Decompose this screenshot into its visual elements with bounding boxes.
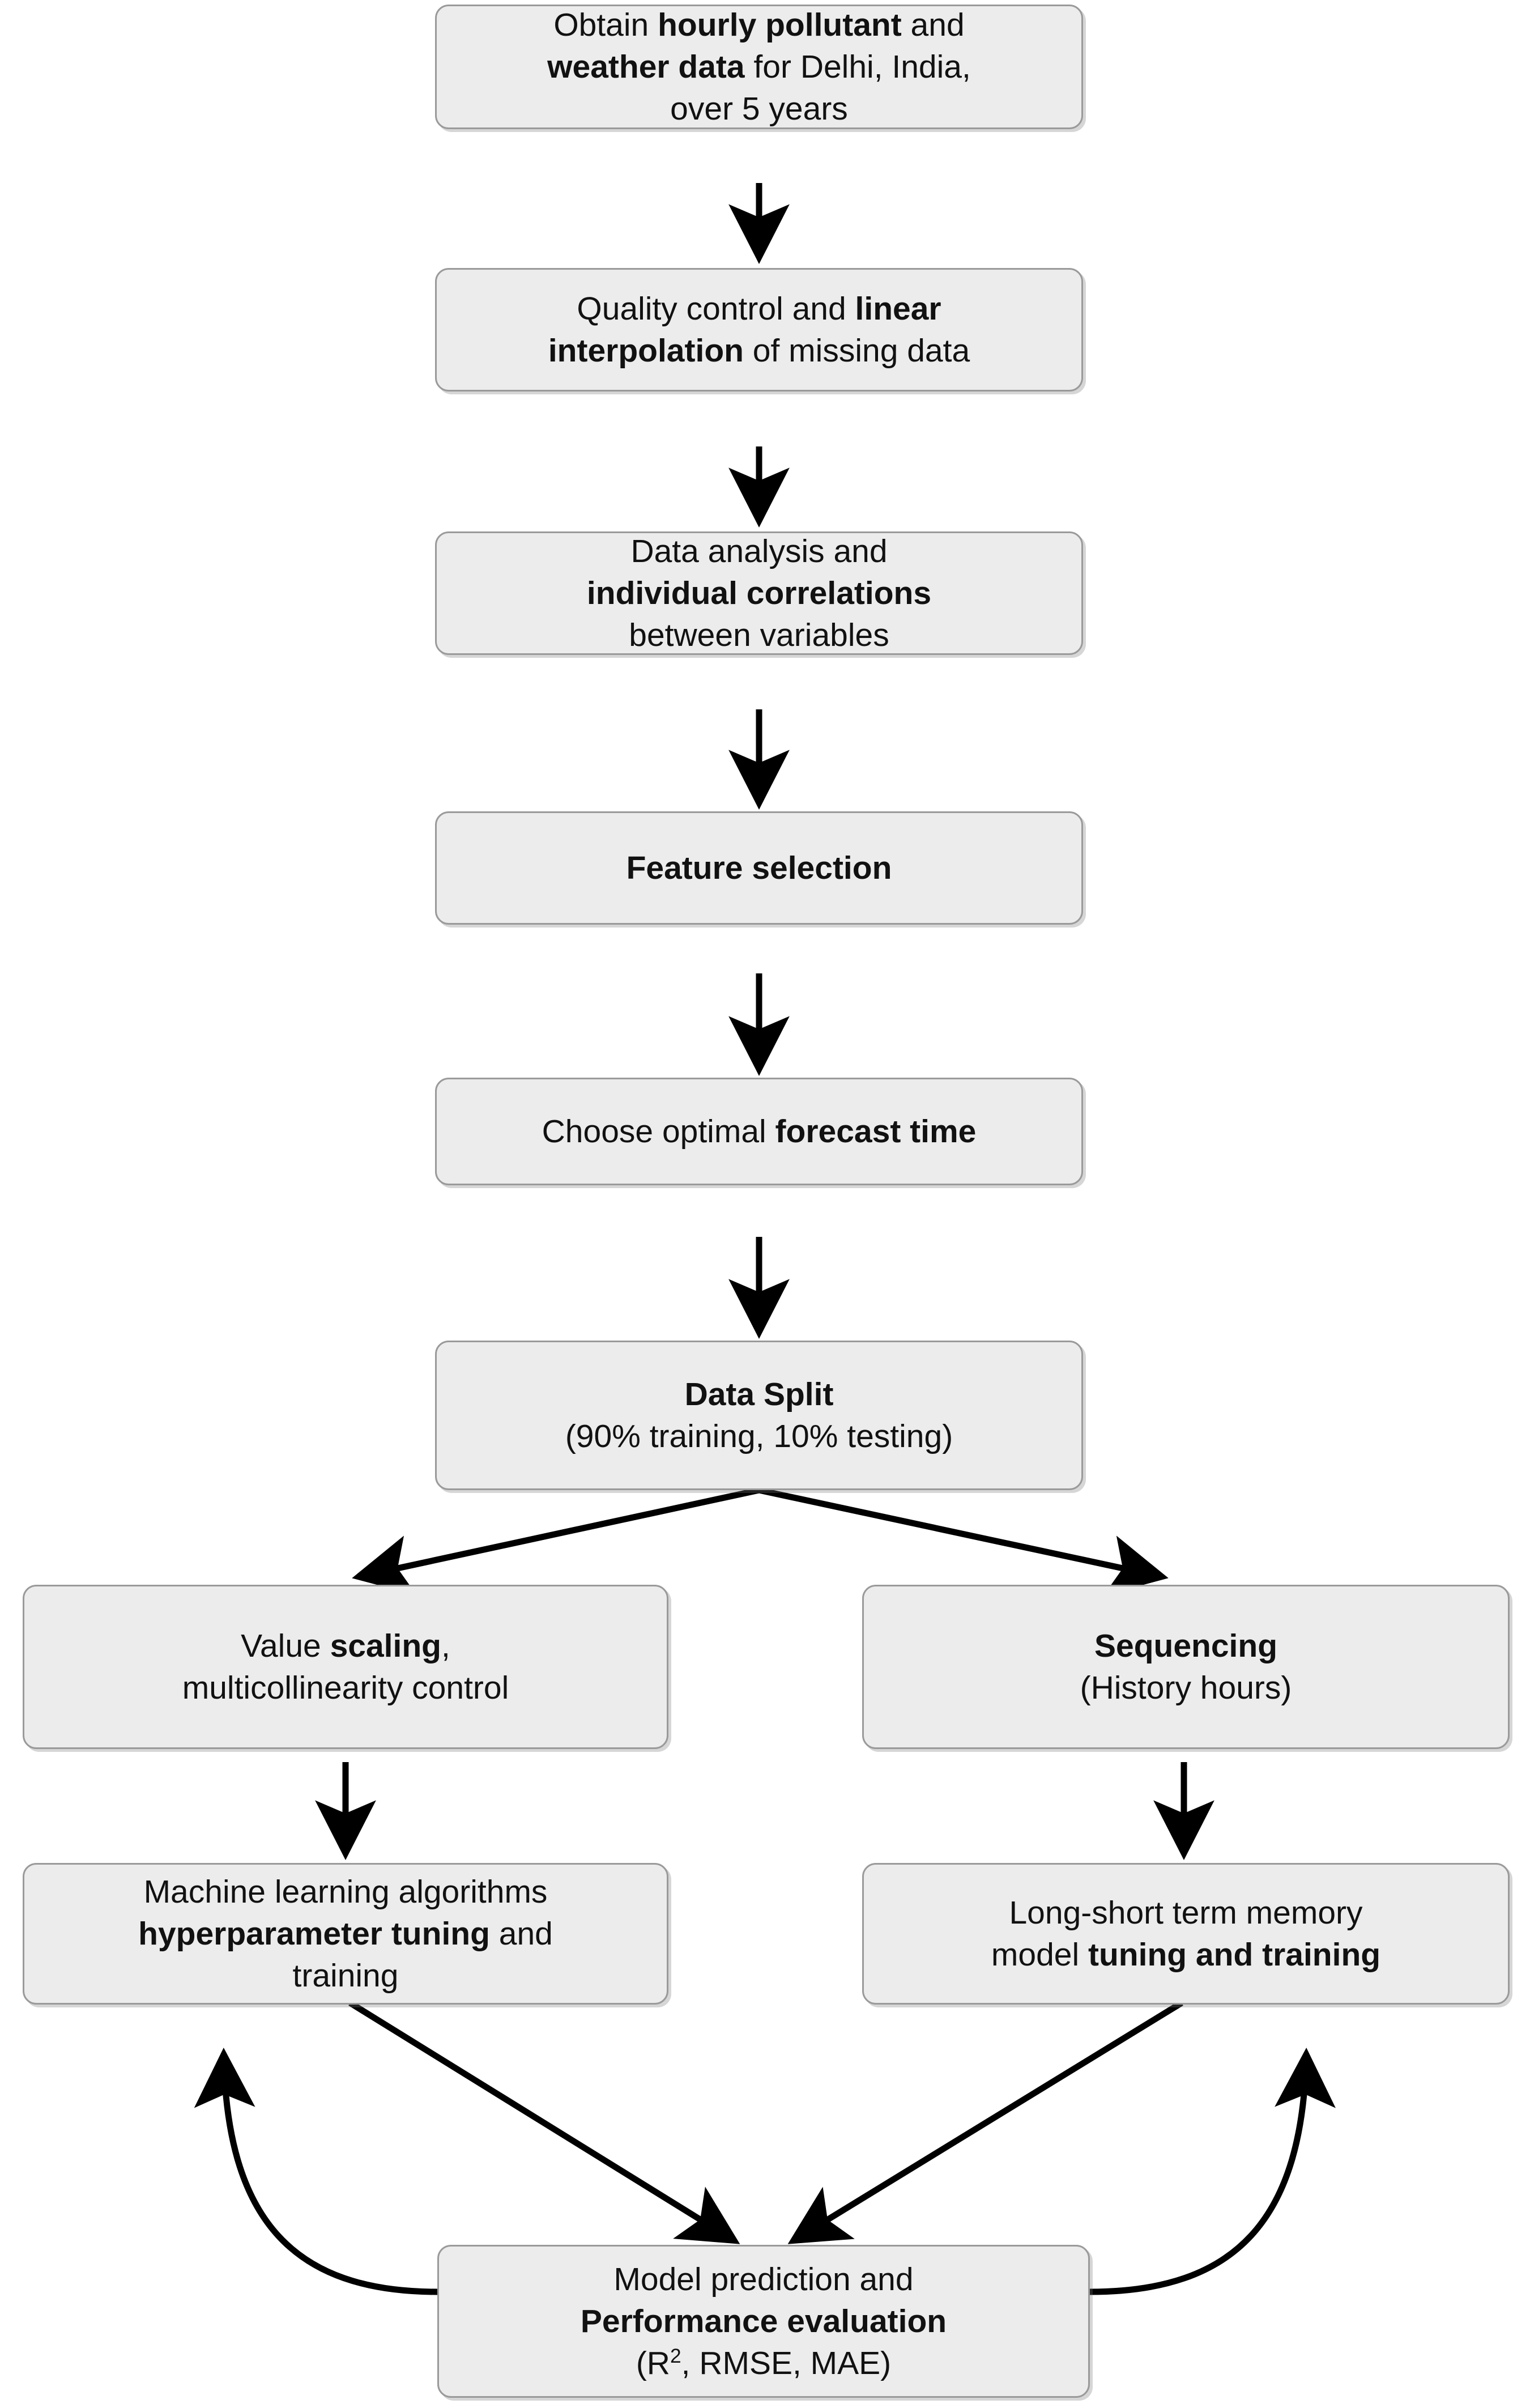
node-sequencing: Sequencing(History hours) — [862, 1585, 1510, 1749]
edge-ml-to-evaluation — [348, 2000, 740, 2244]
node-value-scaling-text: Value scaling,multicollinearity control — [182, 1627, 509, 1706]
node-sequencing-text: Sequencing(History hours) — [1080, 1627, 1292, 1706]
edge-evaluation-to-lstm-feedback — [1089, 2048, 1336, 2295]
edge-split-to-sequencing — [758, 1487, 1169, 1596]
edge-split-to-scaling — [352, 1487, 760, 1596]
node-feature-selection: Feature selection — [435, 811, 1083, 925]
node-data-split-text: Data Split(90% training, 10% testing) — [565, 1376, 953, 1454]
node-forecast-time: Choose optimal forecast time — [435, 1078, 1083, 1185]
node-data-split: Data Split(90% training, 10% testing) — [435, 1341, 1083, 1490]
node-feature-selection-text: Feature selection — [626, 849, 892, 886]
node-value-scaling: Value scaling,multicollinearity control — [23, 1585, 668, 1749]
node-forecast-time-text: Choose optimal forecast time — [542, 1113, 977, 1150]
edge-lstm-to-evaluation — [787, 2000, 1183, 2244]
edge-evaluation-to-ml-feedback — [194, 2048, 438, 2295]
